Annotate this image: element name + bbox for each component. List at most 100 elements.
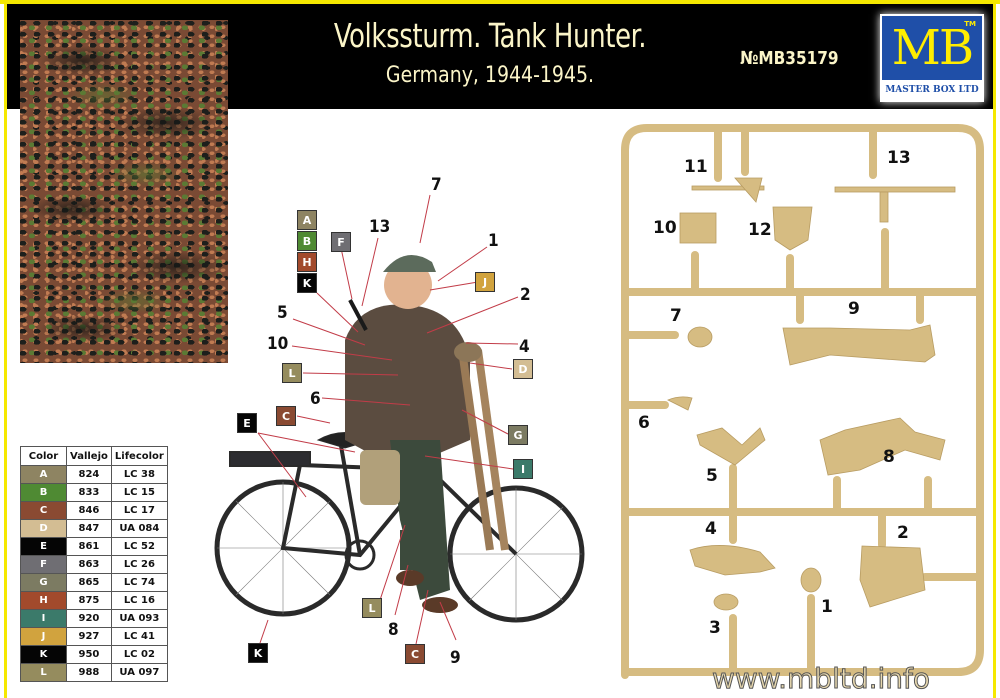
color-chip: D (513, 359, 533, 379)
sprue-part-label: 5 (706, 466, 718, 486)
color-swatch: E (20, 537, 67, 556)
frame-left-border (4, 0, 7, 698)
lifecolor-code: LC 74 (110, 573, 168, 592)
color-swatch: K (20, 645, 67, 664)
color-chip: G (508, 425, 528, 445)
lifecolor-code: UA 097 (110, 663, 168, 682)
vallejo-code: 824 (66, 465, 112, 484)
part-number-callout: 7 (431, 175, 442, 195)
page-subtitle: Germany, 1944-1945. (385, 63, 595, 88)
sprue-part-label: 2 (897, 523, 909, 543)
lifecolor-code: LC 16 (110, 591, 168, 610)
color-chip: C (405, 644, 425, 664)
lifecolor-code: LC 38 (110, 465, 168, 484)
part-number-callout: 8 (388, 620, 399, 640)
part-number-callout: 2 (520, 285, 531, 305)
header-vallejo: Vallejo (66, 446, 112, 466)
color-chip: J (475, 272, 495, 292)
sprue-part-label: 6 (638, 413, 650, 433)
color-chip: K (248, 643, 268, 663)
color-swatch: B (20, 483, 67, 502)
header-color: Color (20, 446, 67, 466)
frame-top-border (0, 0, 1000, 4)
part-number-callout: 4 (519, 337, 530, 357)
part-number-callout: 1 (488, 231, 499, 251)
color-chip: C (276, 406, 296, 426)
logo-band: MASTER BOX LTD (882, 80, 982, 100)
part-number-callout: 13 (369, 217, 391, 237)
lifecolor-code: LC 15 (110, 483, 168, 502)
catalog-number: №MB35179 (740, 48, 839, 69)
vallejo-code: 861 (66, 537, 112, 556)
sprue-part-label: 13 (887, 148, 911, 168)
color-swatch: L (20, 663, 67, 682)
vallejo-code: 833 (66, 483, 112, 502)
vallejo-code: 847 (66, 519, 112, 538)
logo-letters: MB (891, 20, 974, 76)
logo-trademark: TM (964, 20, 976, 28)
sprue-part-label: 4 (705, 519, 717, 539)
part-number-callout: 9 (450, 648, 461, 668)
lifecolor-code: LC 17 (110, 501, 168, 520)
sprue-part-label: 9 (848, 299, 860, 319)
frame-right-border (993, 0, 996, 698)
vallejo-code: 988 (66, 663, 112, 682)
sprue-part-label: 10 (653, 218, 677, 238)
website-url[interactable]: www.mbltd.info (711, 662, 931, 696)
vallejo-code: 865 (66, 573, 112, 592)
camouflage-swatch (20, 20, 228, 363)
lifecolor-code: LC 52 (110, 537, 168, 556)
sprue-part-label: 7 (670, 306, 682, 326)
part-number-callout: 10 (267, 334, 289, 354)
sprue-part-label: 12 (748, 220, 772, 240)
vallejo-code: 846 (66, 501, 112, 520)
color-chip: L (282, 363, 302, 383)
sprue-part-label: 1 (821, 597, 833, 617)
color-chip: F (331, 232, 351, 252)
vallejo-code: 920 (66, 609, 112, 628)
part-number-callout: 5 (277, 303, 288, 323)
sprue-part-label: 8 (883, 447, 895, 467)
lifecolor-code: LC 41 (110, 627, 168, 646)
lifecolor-code: LC 02 (110, 645, 168, 664)
color-chip: I (513, 459, 533, 479)
color-swatch: H (20, 591, 67, 610)
lifecolor-code: UA 093 (110, 609, 168, 628)
sprue-part-label: 11 (684, 157, 708, 177)
color-swatch: I (20, 609, 67, 628)
color-chip: L (362, 598, 382, 618)
color-swatch: J (20, 627, 67, 646)
header-lifecolor: Lifecolor (110, 446, 168, 466)
lifecolor-code: UA 084 (110, 519, 168, 538)
page-title: Volkssturm. Tank Hunter. (333, 16, 647, 55)
color-swatch: A (20, 465, 67, 484)
sprue-parts (667, 177, 956, 611)
color-chip: B (297, 231, 317, 251)
color-swatch: D (20, 519, 67, 538)
color-chip: A (297, 210, 317, 230)
master-box-logo: MB TM MASTER BOX LTD (880, 14, 984, 102)
part-number-callout: 6 (310, 389, 321, 409)
soldier-figure (345, 254, 509, 613)
vallejo-code: 863 (66, 555, 112, 574)
color-chip: H (297, 252, 317, 272)
lifecolor-code: LC 26 (110, 555, 168, 574)
sprue-frame (621, 124, 984, 679)
color-chip: E (237, 413, 257, 433)
paint-table-header: Color Vallejo Lifecolor (20, 446, 168, 466)
vallejo-code: 875 (66, 591, 112, 610)
color-swatch: F (20, 555, 67, 574)
color-swatch: G (20, 573, 67, 592)
